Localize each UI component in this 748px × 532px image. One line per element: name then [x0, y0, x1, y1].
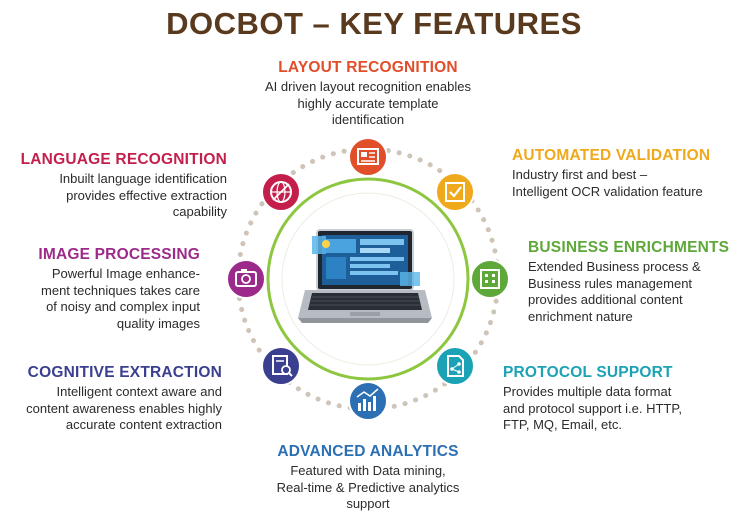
feature-description: Intelligent context aware and content aw… — [26, 384, 222, 432]
feature-image-processing: IMAGE PROCESSING Powerful Image enhance-… — [0, 246, 200, 332]
diagram-title: DOCBOT – KEY FEATURES — [166, 6, 582, 41]
feature-protocol-support: PROTOCOL SUPPORT Provides multiple data … — [503, 364, 743, 434]
feature-description: Extended Business process & Business rul… — [528, 259, 701, 324]
camera-icon — [226, 259, 266, 299]
feature-layout-recognition: LAYOUT RECOGNITION AI driven layout reco… — [238, 59, 498, 129]
feature-business-enrichments: BUSINESS ENRICHMENTS Extended Business p… — [528, 239, 746, 325]
checkbox-icon — [435, 172, 475, 212]
green-ring — [266, 177, 470, 381]
feature-title: LANGUAGE RECOGNITION — [20, 151, 227, 168]
file-share-icon — [435, 346, 475, 386]
feature-automated-validation: AUTOMATED VALIDATION Industry first and … — [512, 147, 742, 200]
feature-description: Powerful Image enhance- ment techniques … — [41, 266, 200, 331]
laptop-illustration — [298, 229, 432, 323]
document-search-icon — [261, 346, 301, 386]
feature-description: AI driven layout recognition enables hig… — [265, 79, 471, 127]
feature-description: Provides multiple data format and protoc… — [503, 384, 682, 432]
feature-cognitive-extraction: COGNITIVE EXTRACTION Intelligent context… — [0, 364, 222, 434]
feature-title: BUSINESS ENRICHMENTS — [528, 239, 730, 256]
document-layout-icon — [348, 137, 388, 177]
feature-title: PROTOCOL SUPPORT — [503, 364, 673, 381]
feature-language-recognition: LANGUAGE RECOGNITION Inbuilt language id… — [0, 151, 227, 221]
building-icon — [470, 259, 510, 299]
feature-title: AUTOMATED VALIDATION — [512, 147, 711, 164]
feature-title: COGNITIVE EXTRACTION — [27, 364, 222, 381]
feature-description: Industry first and best – Intelligent OC… — [512, 167, 703, 199]
feature-title: LAYOUT RECOGNITION — [278, 59, 458, 76]
feature-advanced-analytics: ADVANCED ANALYTICS Featured with Data mi… — [238, 443, 498, 513]
feature-title: IMAGE PROCESSING — [38, 246, 200, 263]
bar-chart-icon — [348, 381, 388, 421]
language-icon — [261, 172, 301, 212]
feature-description: Featured with Data mining, Real-time & P… — [276, 463, 460, 511]
feature-description: Inbuilt language identification provides… — [59, 171, 227, 219]
feature-title: ADVANCED ANALYTICS — [277, 443, 459, 460]
